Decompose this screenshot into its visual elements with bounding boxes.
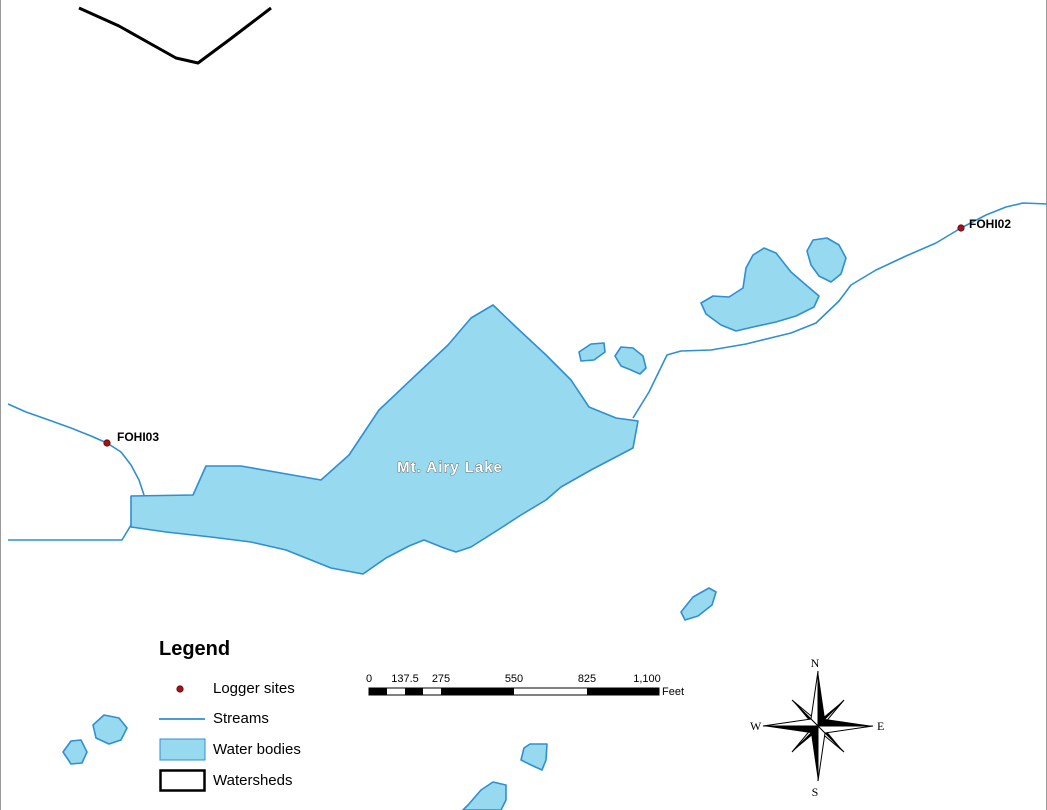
north-arrow: N S E W [750,656,884,799]
red-dot-icon [176,685,184,693]
scale-seg-1 [369,688,387,695]
stream-east [632,202,1047,419]
scale-seg-7 [587,688,659,695]
pond-south-mid [520,743,548,771]
scale-unit: Feet [662,686,684,698]
scale-tick-2: 275 [432,673,450,685]
compass-s: S [812,785,819,799]
compass-n: N [811,656,820,670]
pond-mid-small [578,342,606,362]
legend-item-streams: Streams [159,706,359,732]
blue-fill-icon [159,738,206,761]
compass-w: W [750,719,762,733]
scale-seg-3 [405,688,423,695]
compass-e: E [877,719,884,733]
scale-tick-4: 825 [578,673,596,685]
legend-item-logger-sites: Logger sites [159,676,359,702]
scale-tick-1: 137.5 [391,673,419,685]
pond-southwest-b [62,739,88,765]
scale-tick-0: 0 [366,673,372,685]
site-label-fohi02: FOHI02 [969,217,1011,231]
lake-label: Mt. Airy Lake [397,459,503,476]
pond-south-bottom [462,781,507,810]
pond-mid-ring [614,346,647,375]
black-outline-icon [159,769,206,792]
scale-bar: 0 137.5 275 550 825 1,100 Feet [366,673,684,698]
pond-northeast-small [806,237,847,283]
legend-label-logger-sites: Logger sites [213,680,295,697]
stream-west-upper [7,403,145,496]
site-label-fohi03: FOHI03 [117,430,159,444]
legend-label-water-bodies: Water bodies [213,741,301,758]
pond-southwest-a [92,714,128,745]
watershed-boundary [78,6,272,65]
blue-line-icon [159,718,205,720]
logger-site-fohi03[interactable] [103,439,111,447]
scale-tick-3: 550 [505,673,523,685]
logger-site-fohi02[interactable] [957,224,965,232]
legend-title: Legend [159,638,231,660]
legend-label-streams: Streams [213,710,269,727]
stream-west-lower [8,524,132,541]
legend-label-watersheds: Watersheds [213,772,293,789]
scale-tick-5: 1,100 [633,673,661,685]
scale-seg-5 [441,688,514,695]
legend-item-water-bodies: Water bodies [159,737,359,763]
pond-south-east [680,587,717,621]
legend-item-watersheds: Watersheds [159,768,359,794]
mt-airy-lake [130,304,639,575]
pond-northeast-large [700,247,820,332]
